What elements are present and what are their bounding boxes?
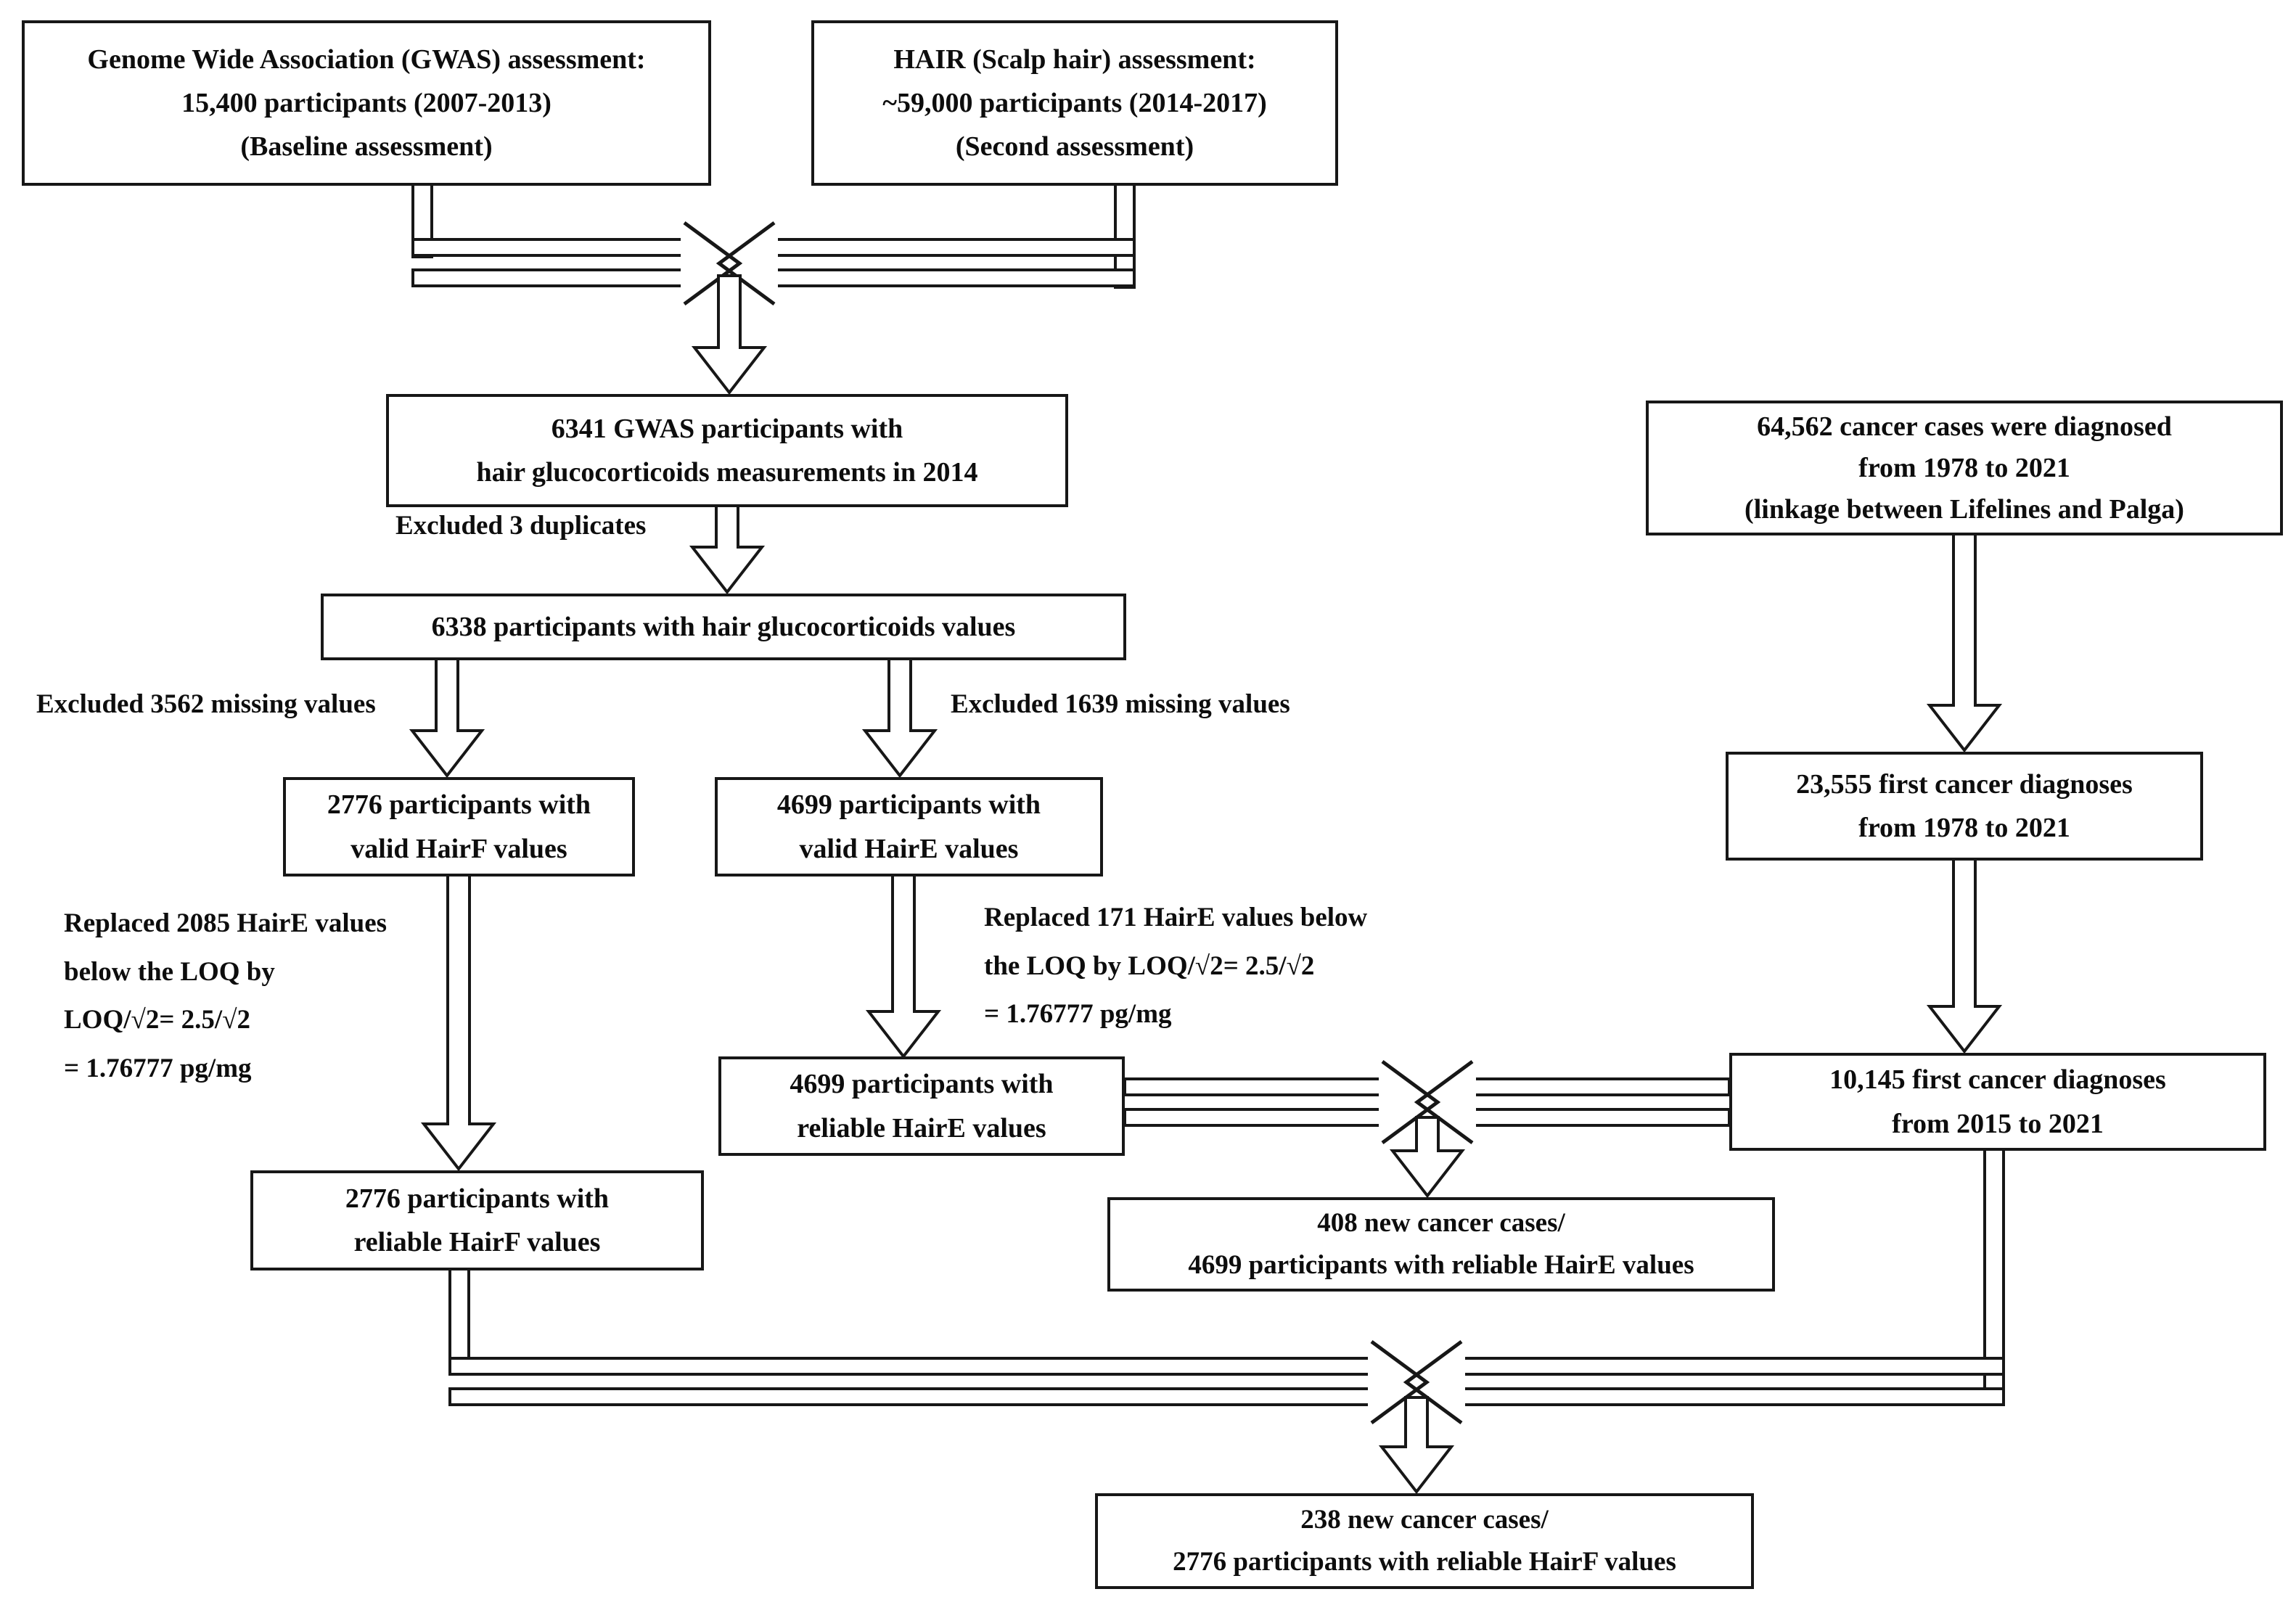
box-line: 23,555 first cancer diagnoses <box>1796 768 2133 800</box>
arrow-6341-to-6338-icon <box>689 501 766 595</box>
box-hair-assessment: HAIR (Scalp hair) assessment: ~59,000 pa… <box>811 20 1338 186</box>
box-line: valid HairE values <box>799 833 1019 864</box>
arrow-merge-to-6341-icon <box>691 274 768 395</box>
box-line: reliable HairE values <box>797 1112 1046 1144</box>
box-line: hair glucocorticoids measurements in 201… <box>476 457 978 488</box>
label-line: LOQ/√2= 2.5/√2 <box>64 1005 250 1035</box>
box-line: from 1978 to 2021 <box>1858 452 2070 483</box>
box-line: Genome Wide Association (GWAS) assessmen… <box>87 44 646 75</box>
box-line: 64,562 cancer cases were diagnosed <box>1757 411 2172 442</box>
box-line: 2776 participants with <box>345 1183 610 1214</box>
box-6338-participants: 6338 participants with hair glucocortico… <box>321 594 1126 660</box>
box-line: (Second assessment) <box>955 131 1194 163</box>
box-line: valid HairF values <box>350 833 567 864</box>
arrow-validf-to-reliablef-icon <box>420 872 497 1172</box>
arrow-64562-to-23555-icon <box>1926 531 2003 753</box>
box-line: ~59,000 participants (2014-2017) <box>882 87 1267 118</box>
merge-cross-icons <box>683 221 1474 1425</box>
arrow-bottommerge-to-238-icon <box>1378 1396 1455 1495</box>
box-10145-first-diagnoses: 10,145 first cancer diagnoses from 2015 … <box>1729 1053 2266 1151</box>
merge-cross-bottom-icon <box>1370 1339 1463 1425</box>
label-replaced-171: Replaced 171 HairE values below the LOQ … <box>984 894 1367 1039</box>
box-gwas-assessment: Genome Wide Association (GWAS) assessmen… <box>22 20 711 186</box>
box-line: 6338 participants with hair glucocortico… <box>431 611 1016 642</box>
box-6341-gwas-participants: 6341 GWAS participants with hair glucoco… <box>386 394 1068 507</box>
box-line: (linkage between Lifelines and Palga) <box>1744 493 2184 525</box>
box-238-new-cancer-cases: 238 new cancer cases/ 2776 participants … <box>1095 1493 1754 1589</box>
box-line: 408 new cancer cases/ <box>1317 1207 1565 1238</box>
box-line: from 2015 to 2021 <box>1892 1108 2104 1139</box>
arrow-6338-to-validf-icon <box>409 656 485 779</box>
arrow-6338-to-valide-icon <box>861 656 938 779</box>
connector-top-merge <box>411 178 1136 312</box>
box-4699-reliable-haire: 4699 participants with reliable HairE va… <box>718 1056 1125 1156</box>
box-line: 2776 participants with <box>327 789 591 821</box>
label-line: Excluded 3562 missing values <box>36 689 376 719</box>
label-line: = 1.76777 pg/mg <box>64 1053 252 1083</box>
box-line: 6341 GWAS participants with <box>551 413 903 444</box>
box-line: 4699 participants with <box>790 1069 1054 1100</box>
label-excluded-duplicates: Excluded 3 duplicates <box>395 502 646 551</box>
arrow-23555-to-10145-icon <box>1926 856 2003 1054</box>
box-line: 15,400 participants (2007-2013) <box>181 87 552 118</box>
box-line: (Baseline assessment) <box>240 131 493 163</box>
box-line: HAIR (Scalp hair) assessment: <box>893 44 1256 75</box>
label-line: Excluded 3 duplicates <box>395 511 647 541</box>
label-replaced-2085: Replaced 2085 HairE values below the LOQ… <box>64 900 387 1093</box>
box-2776-valid-hairf: 2776 participants with valid HairF value… <box>283 777 635 876</box>
arrow-midmerge-to-408-icon <box>1389 1116 1466 1199</box>
merge-cross-top-icon <box>683 221 776 306</box>
label-line: the LOQ by LOQ/√2= 2.5/√2 <box>984 951 1315 981</box>
merge-cross-mid-icon <box>1381 1059 1474 1145</box>
label-line: Replaced 2085 HairE values <box>64 908 388 938</box>
box-line: 4699 participants with <box>776 789 1041 821</box>
box-line: 4699 participants with reliable HairE va… <box>1188 1250 1694 1280</box>
label-line: = 1.76777 pg/mg <box>984 999 1172 1030</box>
box-line: 10,145 first cancer diagnoses <box>1829 1064 2166 1096</box>
connector-bottom-merge <box>448 1145 2005 1431</box>
label-line: Excluded 1639 missing values <box>951 689 1290 719</box>
arrow-valide-to-reliablee-icon <box>865 872 942 1059</box>
box-line: reliable HairF values <box>353 1227 601 1257</box>
label-line: below the LOQ by <box>64 956 275 987</box>
box-4699-valid-haire: 4699 participants with valid HairE value… <box>715 777 1103 876</box>
box-23555-first-diagnoses: 23,555 first cancer diagnoses from 1978 … <box>1726 752 2203 861</box>
box-line: from 1978 to 2021 <box>1858 813 2070 843</box>
box-line: 238 new cancer cases/ <box>1300 1504 1549 1535</box>
box-64562-cancer-cases: 64,562 cancer cases were diagnosed from … <box>1646 401 2283 535</box>
down-arrow-icons <box>409 274 2003 1495</box>
label-excluded-3562: Excluded 3562 missing values <box>36 681 376 729</box>
box-2776-reliable-hairf: 2776 participants with reliable HairF va… <box>250 1170 704 1270</box>
box-408-new-cancer-cases: 408 new cancer cases/ 4699 participants … <box>1107 1197 1775 1292</box>
label-line: Replaced 171 HairE values below <box>984 903 1368 932</box>
box-line: 2776 participants with reliable HairF va… <box>1173 1547 1676 1577</box>
label-excluded-1639: Excluded 1639 missing values <box>951 681 1290 729</box>
